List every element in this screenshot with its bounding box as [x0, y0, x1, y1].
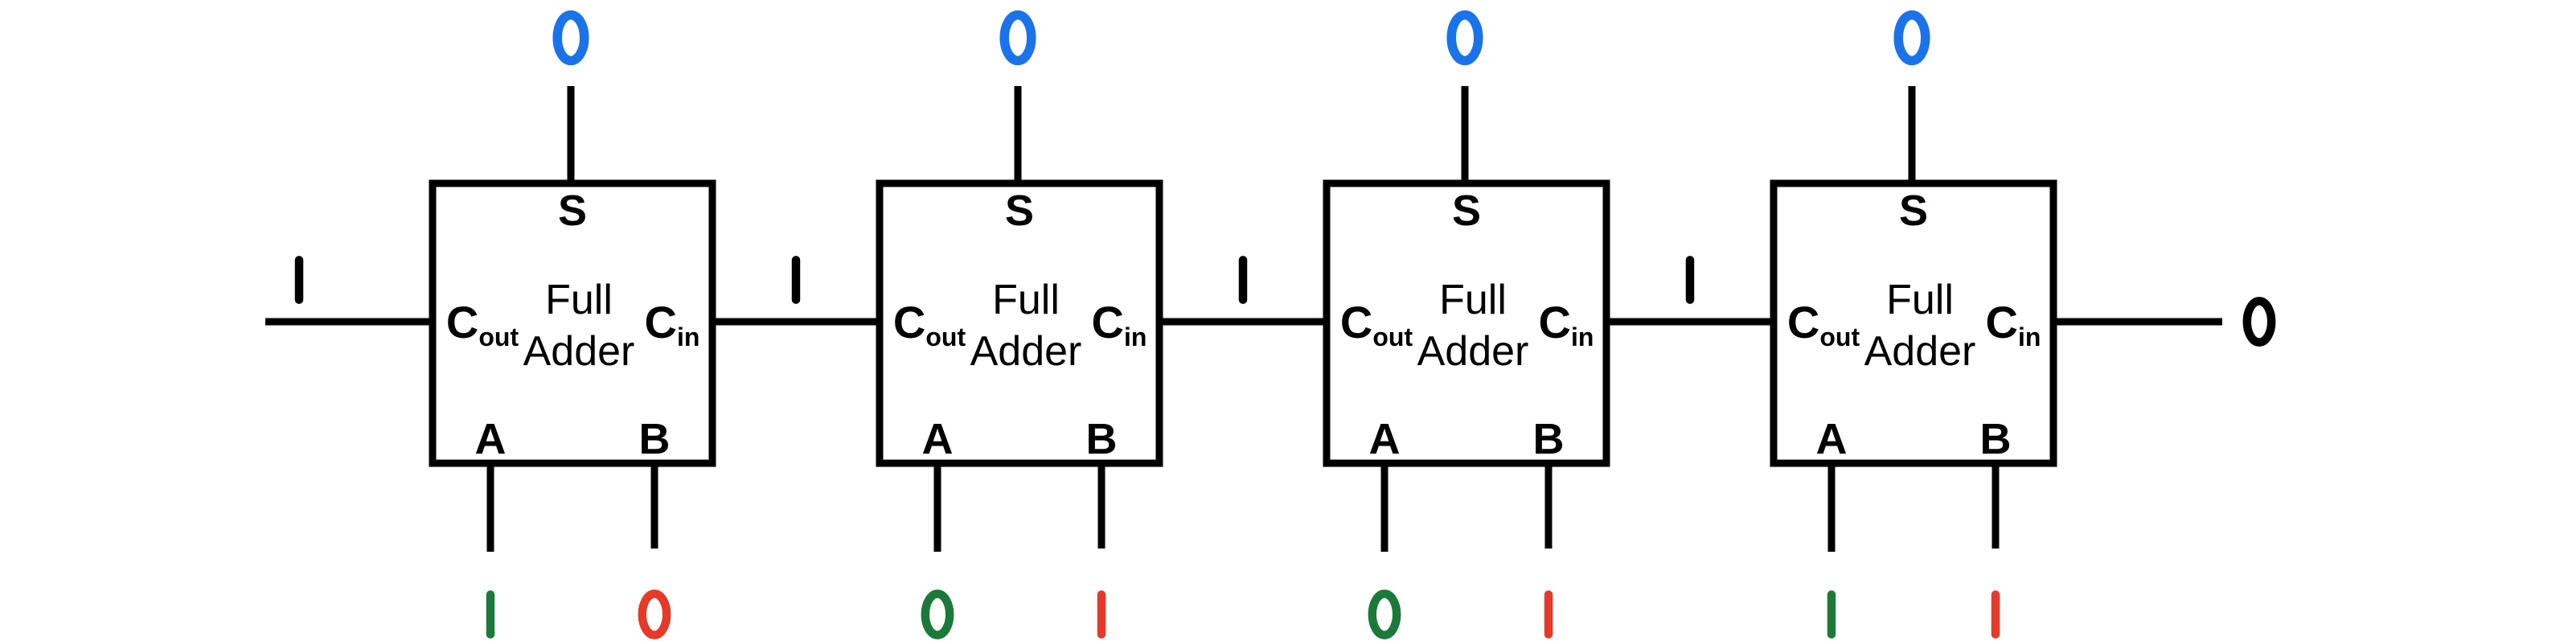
- cin-port-label-2-sub: in: [1124, 323, 1146, 351]
- a-input-value-3-zero-glyph: [1368, 590, 1401, 639]
- adder-title-line1-2: Full: [992, 277, 1060, 323]
- cout-port-label-3-main: C: [1340, 297, 1372, 347]
- b-port-label-2: B: [1086, 415, 1118, 463]
- cout-port-label-2-main: C: [893, 297, 925, 347]
- b-input-value-1-zero-glyph: [638, 590, 671, 639]
- a-port-label-1: A: [475, 415, 507, 463]
- adder-title-line1-4: Full: [1886, 277, 1954, 323]
- cout-port-label-2-sub: out: [925, 323, 966, 351]
- sum-output-value-1-zero-glyph: [552, 10, 589, 66]
- sum-output-value-2-zero-glyph: [999, 10, 1036, 66]
- cin-port-label-2-main: C: [1092, 297, 1124, 347]
- carry-in-value-zero-glyph: [2242, 297, 2276, 347]
- sum-output-value-4-zero-glyph: [1893, 10, 1930, 66]
- b-port-label-3: B: [1533, 415, 1565, 463]
- sum-output-value-4: 0: [1893, 10, 1930, 66]
- a-port-label-2: A: [922, 415, 954, 463]
- cin-port-label-4-sub: in: [2018, 323, 2041, 351]
- cout-port-label-4: Cout: [1787, 297, 1860, 351]
- sum-output-value-3-zero-glyph: [1446, 10, 1483, 66]
- b-input-value-1: 0: [638, 590, 671, 639]
- a-port-label-4: A: [1816, 415, 1848, 463]
- adder-title-line2-1: Adder: [523, 328, 635, 375]
- a-port-label-3: A: [1369, 415, 1401, 463]
- cout-port-label-1-main: C: [446, 297, 478, 347]
- cin-port-label-4-main: C: [1986, 297, 2018, 347]
- sum-port-label-4: S: [1899, 187, 1928, 235]
- cin-port-label-3: Cin: [1539, 297, 1594, 351]
- adder-title-line2-4: Adder: [1864, 328, 1976, 375]
- cin-port-label-1: Cin: [645, 297, 700, 351]
- adder-title-line2-2: Adder: [970, 328, 1082, 375]
- carry-in-value: 0: [2242, 297, 2276, 347]
- cout-port-label-3: Cout: [1340, 297, 1413, 351]
- sum-port-label-3: S: [1452, 187, 1481, 235]
- cin-port-label-1-sub: in: [677, 323, 699, 351]
- cout-port-label-1-sub: out: [478, 323, 519, 351]
- cout-port-label-1: Cout: [446, 297, 519, 351]
- a-input-value-2: 0: [921, 590, 954, 639]
- cin-port-label-1-main: C: [645, 297, 677, 347]
- cin-port-label-4: Cin: [1986, 297, 2041, 351]
- cout-port-label-2: Cout: [893, 297, 966, 351]
- sum-output-value-3: 0: [1446, 10, 1483, 66]
- sum-output-value-2: 0: [999, 10, 1036, 66]
- cin-port-label-3-main: C: [1539, 297, 1571, 347]
- cout-port-label-4-sub: out: [1819, 323, 1860, 351]
- sum-port-label-2: S: [1005, 187, 1034, 235]
- cout-port-label-3-sub: out: [1372, 323, 1413, 351]
- cin-port-label-3-sub: in: [1571, 323, 1594, 351]
- a-input-value-2-zero-glyph: [921, 590, 954, 639]
- adder-title-line1-1: Full: [545, 277, 613, 323]
- adder-title-line1-3: Full: [1439, 277, 1507, 323]
- adder-title-line2-3: Adder: [1417, 328, 1529, 375]
- cout-port-label-4-main: C: [1787, 297, 1819, 347]
- sum-port-label-1: S: [558, 187, 587, 235]
- b-port-label-1: B: [639, 415, 671, 463]
- sum-output-value-1: 0: [552, 10, 589, 66]
- cin-port-label-2: Cin: [1092, 297, 1147, 351]
- b-port-label-4: B: [1980, 415, 2012, 463]
- a-input-value-3: 0: [1368, 590, 1401, 639]
